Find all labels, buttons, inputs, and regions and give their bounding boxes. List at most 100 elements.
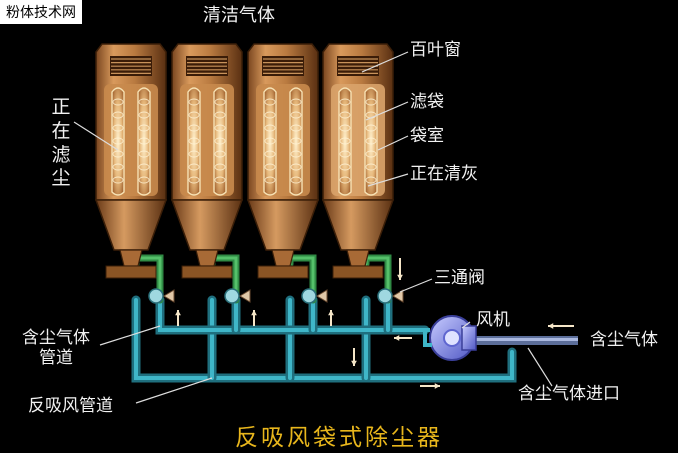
hopper-flange <box>332 265 384 279</box>
filter-bag <box>213 87 227 196</box>
hopper-outlet <box>346 249 370 267</box>
flow-arrows <box>175 258 574 389</box>
bag-ring <box>112 137 124 145</box>
bag-ring <box>188 137 200 145</box>
hopper-flange <box>257 265 309 279</box>
bag-ring <box>290 124 302 132</box>
bag-chamber-label: 袋室 <box>410 126 444 146</box>
arrow-head <box>397 274 403 280</box>
arrow-head <box>175 310 181 316</box>
bag-ring <box>112 98 124 106</box>
flow-arrow <box>548 323 574 329</box>
hopper <box>170 199 244 251</box>
hopper-outlet <box>271 249 295 267</box>
filter-bag-body <box>187 87 201 196</box>
filter-bag <box>187 87 201 196</box>
bag-ring <box>339 150 351 158</box>
chamber-3 <box>246 43 320 279</box>
arrow-head <box>328 310 334 316</box>
cleaning-label: 正在清灰 <box>410 164 478 184</box>
filter-bag-body <box>137 87 151 196</box>
bag-ring <box>264 163 276 171</box>
bag-ring <box>188 124 200 132</box>
dusty-gas-pipe-label: 含尘气体 管道 <box>22 328 90 369</box>
filter-bag-body <box>338 87 352 196</box>
valve-body <box>301 288 317 304</box>
bag-ring <box>339 137 351 145</box>
bag-ring <box>138 176 150 184</box>
bag-ring <box>365 98 377 106</box>
valve-handle <box>163 289 175 303</box>
bag-ring <box>138 163 150 171</box>
arrow-head <box>394 335 400 341</box>
bag-ring <box>112 163 124 171</box>
diagram-caption: 反吸风袋式除尘器 <box>235 425 443 451</box>
bag-ring <box>339 98 351 106</box>
valve-handle <box>392 289 404 303</box>
louver <box>186 56 228 76</box>
bag-ring <box>138 150 150 158</box>
bag-ring <box>214 150 226 158</box>
bag-ring <box>214 124 226 132</box>
bag-ring <box>214 176 226 184</box>
bag-ring <box>112 111 124 119</box>
filter-bag-body <box>213 87 227 196</box>
label-leader-lines <box>73 51 553 404</box>
chamber-4 <box>321 43 395 279</box>
dusty-gas-inlet-label: 含尘气体进口 <box>518 384 620 404</box>
bag-ring <box>264 98 276 106</box>
fan-label: 风机 <box>476 310 510 330</box>
three-way-valves <box>148 288 404 304</box>
hopper-outlet <box>195 249 219 267</box>
bag-ring <box>138 111 150 119</box>
louver <box>262 56 304 76</box>
valve-handle <box>239 289 251 303</box>
valve-body <box>377 288 393 304</box>
bag-ring <box>264 150 276 158</box>
bag-ring <box>112 124 124 132</box>
bag-ring <box>290 150 302 158</box>
bag-ring <box>214 163 226 171</box>
filter-bag-body <box>263 87 277 196</box>
bag-ring <box>339 124 351 132</box>
three-way-valve-label: 三通阀 <box>434 268 485 288</box>
arrow-head <box>548 323 554 329</box>
arrow-head <box>434 383 440 389</box>
hopper-outlet <box>119 249 143 267</box>
three-way-valve <box>148 288 175 304</box>
clean-gas-label: 清洁气体 <box>203 5 275 26</box>
filter-bag-label: 滤袋 <box>410 92 444 112</box>
filter-bag-body <box>111 87 125 196</box>
bag-ring <box>365 124 377 132</box>
arrow-head <box>251 310 257 316</box>
bag-ring <box>214 137 226 145</box>
filter-bag <box>137 87 151 196</box>
bag-ring <box>138 137 150 145</box>
three-way-valve <box>377 288 404 304</box>
bag-ring <box>188 176 200 184</box>
watermark-logo: 粉体技术网 <box>0 0 82 24</box>
flow-arrow <box>397 258 403 280</box>
valve-handle <box>316 289 328 303</box>
filter-bag <box>338 87 352 196</box>
bag-ring <box>290 111 302 119</box>
chamber-2 <box>170 43 244 279</box>
valve-body <box>148 288 164 304</box>
bag-ring <box>214 98 226 106</box>
filter-bag <box>289 87 303 196</box>
arrow-head <box>351 360 357 366</box>
bag-ring <box>264 137 276 145</box>
filter-bag <box>111 87 125 196</box>
bag-ring <box>339 176 351 184</box>
hopper <box>94 199 168 251</box>
bag-ring <box>214 111 226 119</box>
flow-arrow <box>328 310 334 326</box>
bag-ring <box>264 111 276 119</box>
bag-ring <box>290 176 302 184</box>
filter-bag <box>263 87 277 196</box>
bag-ring <box>112 150 124 158</box>
bag-ring <box>112 176 124 184</box>
chamber-1 <box>94 43 168 279</box>
filtering-vertical-label: 正在滤尘 <box>51 96 71 190</box>
